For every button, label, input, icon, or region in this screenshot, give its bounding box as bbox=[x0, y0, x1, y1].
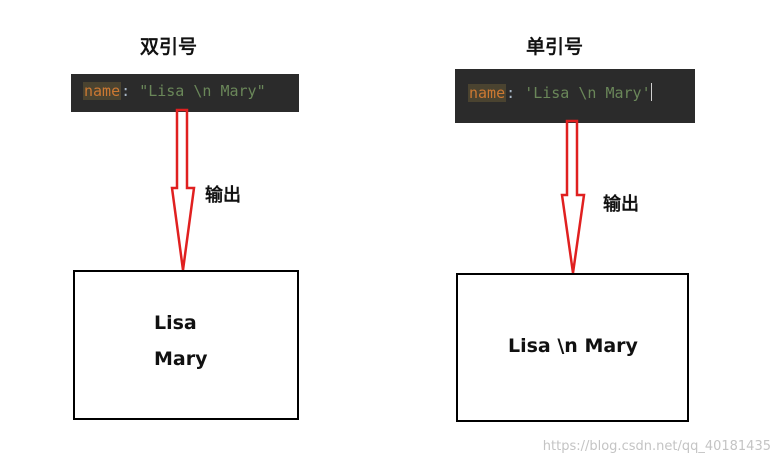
left-output-line-2: Mary bbox=[154, 348, 208, 370]
left-heading: 双引号 bbox=[140, 36, 198, 58]
left-code-snippet: name: "Lisa \n Mary" bbox=[71, 74, 299, 112]
right-code-snippet: name: 'Lisa \n Mary' bbox=[455, 69, 695, 123]
watermark: https://blog.csdn.net/qq_40181435 bbox=[542, 439, 771, 454]
left-code-separator: : bbox=[121, 82, 140, 100]
right-arrow bbox=[560, 119, 586, 274]
right-heading: 单引号 bbox=[526, 36, 584, 58]
left-output-box: Lisa Mary bbox=[73, 270, 299, 420]
right-output-box: Lisa \n Mary bbox=[456, 273, 689, 422]
left-arrow-label: 输出 bbox=[205, 185, 241, 206]
left-code-key: name bbox=[83, 82, 122, 100]
left-code-value: "Lisa \n Mary" bbox=[139, 82, 266, 100]
right-arrow-label: 输出 bbox=[603, 194, 639, 215]
left-output-line-1: Lisa bbox=[154, 312, 197, 334]
right-code-separator: : bbox=[506, 84, 525, 102]
right-code-key: name bbox=[468, 84, 507, 102]
left-arrow bbox=[170, 108, 196, 271]
right-code-value: 'Lisa \n Mary' bbox=[524, 84, 651, 102]
text-caret-icon bbox=[650, 83, 652, 101]
right-output-line-1: Lisa \n Mary bbox=[508, 335, 638, 357]
